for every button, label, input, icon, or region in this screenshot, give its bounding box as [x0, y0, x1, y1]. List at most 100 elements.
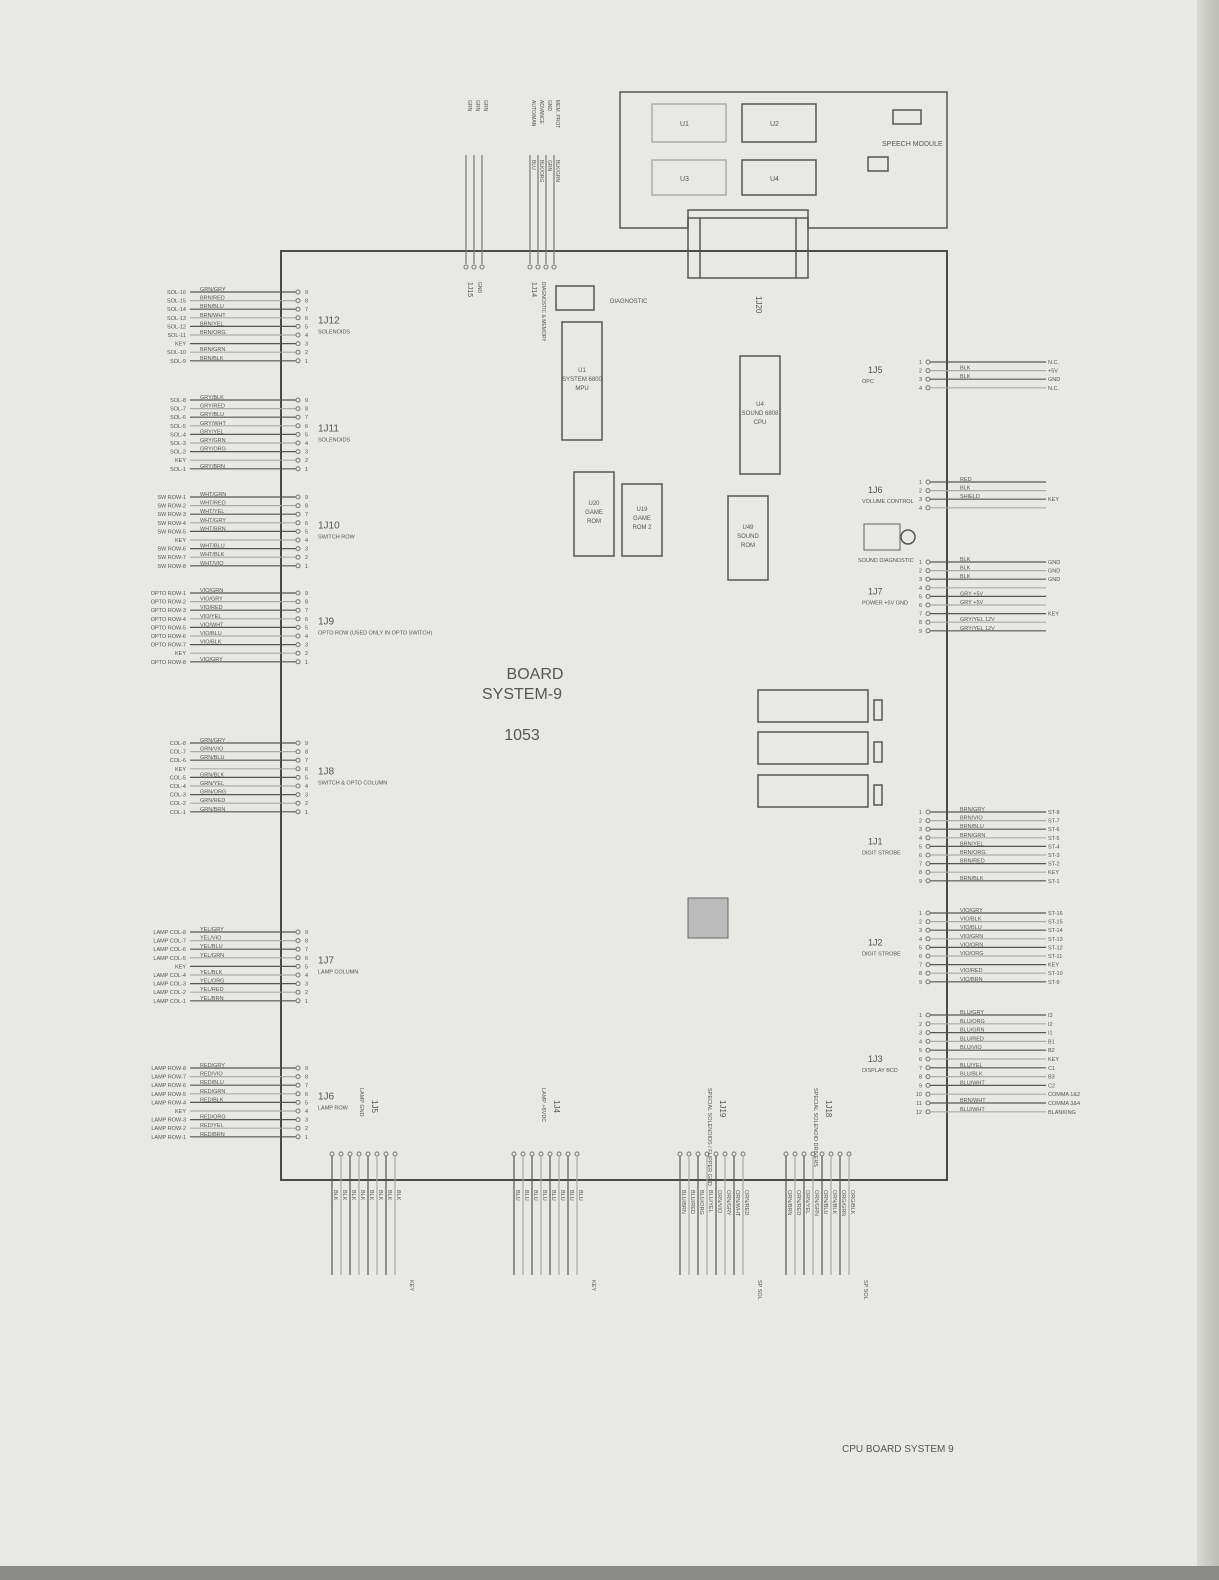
connector-description: OPC: [862, 379, 874, 385]
pin-number: 5: [919, 1048, 922, 1054]
wire-color-label: VIO/RED: [960, 968, 983, 974]
pin-terminal: [925, 936, 931, 942]
pin-number: 9: [305, 290, 308, 296]
pin-terminal: [295, 809, 301, 815]
pin-number: 11: [916, 1101, 922, 1107]
pin-terminal: [392, 1151, 398, 1157]
signal-label: SOL-1: [170, 467, 186, 473]
pin-terminal: [295, 1099, 301, 1105]
pin-number: 3: [305, 342, 308, 348]
wire-color-label: GRY/WHT: [200, 421, 227, 427]
signal-label: SW ROW-1: [157, 495, 186, 501]
wire-destination: ST-6: [1048, 827, 1060, 833]
signal-label: SOL-12: [167, 324, 186, 330]
wire-color-label: BLK: [960, 566, 971, 572]
chip-u4: [739, 355, 781, 475]
pin-terminal: [925, 602, 931, 608]
signal-label: SOL-16: [167, 290, 186, 296]
pin-number: 4: [919, 937, 922, 943]
wire-color-label: GRY/BRN: [200, 464, 225, 470]
pin-number: 5: [305, 625, 308, 631]
pin-number: 3: [305, 450, 308, 456]
wire-color-label: BLU: [541, 1190, 547, 1201]
pin-number: 9: [305, 1066, 308, 1072]
wire-destination: COMMA 1&2: [1048, 1092, 1080, 1098]
pin-terminal: [792, 1151, 798, 1157]
pin-terminal: [295, 981, 301, 987]
wire-destination: ST-2: [1048, 862, 1060, 868]
pin-number: 3: [919, 1031, 922, 1037]
pin-terminal: [356, 1151, 362, 1157]
wire-color-label: BRN/RED: [200, 296, 225, 302]
wire-color-label: GRN/BLK: [200, 772, 224, 778]
wire-color-label: BRN/BLK: [960, 876, 984, 882]
sound-diagnostic-button[interactable]: [900, 529, 916, 545]
cpu-board-outline: [280, 250, 948, 1181]
pin-terminal: [463, 264, 469, 270]
wire-color-label: BLU: [530, 160, 536, 170]
chip-u19: [621, 483, 663, 557]
pin-terminal: [695, 1151, 701, 1157]
pin-terminal: [383, 1151, 389, 1157]
pin-number: 3: [919, 497, 922, 503]
wire-label: GRN: [466, 100, 472, 112]
pin-number: 7: [919, 963, 922, 969]
pin-number: 7: [305, 415, 308, 421]
connector-name: 1J3: [868, 1054, 883, 1064]
pin-number: 9: [305, 741, 308, 747]
wire-color-label: ORN/YEL: [804, 1190, 810, 1214]
wire-color-label: BLU: [577, 1190, 583, 1201]
pin-terminal: [925, 496, 931, 502]
pin-number: 2: [305, 990, 308, 996]
pin-terminal: [925, 1056, 931, 1062]
pin-terminal: [925, 861, 931, 867]
pin-number: 6: [919, 853, 922, 859]
wire-destination: B3: [1048, 1075, 1055, 1081]
pin-terminal: [295, 546, 301, 552]
chip-kind: CPU: [754, 420, 767, 426]
signal-label: LAMP COL-3: [153, 982, 186, 988]
pin-terminal: [295, 633, 301, 639]
sound-diagnostic-switch[interactable]: [863, 523, 901, 551]
pin-terminal: [295, 397, 301, 403]
pin-terminal: [295, 1117, 301, 1123]
pin-terminal: [731, 1151, 737, 1157]
wire-color-label: VIO/ORG: [960, 951, 984, 957]
wire-color-label: BRN/VIO: [960, 816, 983, 822]
wire-destination: ST-12: [1048, 945, 1063, 951]
wire-color-label: ORG/GRN: [840, 1190, 846, 1216]
pin-number: 7: [305, 512, 308, 518]
signal-label: LAMP COL-1: [153, 999, 186, 1005]
wire-destination: KEY: [1048, 497, 1059, 503]
wire-color-label: BRN/BLU: [200, 304, 224, 310]
pin-terminal: [295, 563, 301, 569]
signal-label: LAMP ROW-4: [151, 1100, 186, 1106]
pin-number: 1: [919, 1013, 922, 1019]
wire-color-label: WHT/BRN: [200, 526, 226, 532]
pin-terminal: [527, 264, 533, 270]
wire-color-label: RED/BLK: [200, 1097, 224, 1103]
pin-terminal: [925, 1065, 931, 1071]
pin-number: 5: [305, 432, 308, 438]
wire-color-label: BLU/GRN: [960, 1028, 984, 1034]
signal-label: SOL-6: [170, 415, 186, 421]
wire-color-label: VIO/GRN: [200, 588, 223, 594]
signal-label: COL-1: [170, 810, 186, 816]
wire-color-label: BLU/RED: [960, 1036, 984, 1042]
wire-destination: KEY: [1048, 612, 1059, 618]
wire-color-label: BLU/ORG: [960, 1019, 985, 1025]
pin-terminal: [925, 1082, 931, 1088]
wire-color-label: WHT/VIO: [200, 561, 224, 567]
pin-number: 6: [919, 1057, 922, 1063]
pin-terminal: [295, 406, 301, 412]
diagnostic-switch[interactable]: [555, 285, 595, 311]
wire-color-label: BRN/GRY: [960, 807, 985, 813]
pin-terminal: [295, 972, 301, 978]
wire-color-label: YEL/BLK: [200, 970, 223, 976]
pin-terminal: [365, 1151, 371, 1157]
wire-color-label: ORN/VIO: [716, 1190, 722, 1214]
pin-terminal: [925, 979, 931, 985]
chip-u20: [573, 471, 615, 557]
